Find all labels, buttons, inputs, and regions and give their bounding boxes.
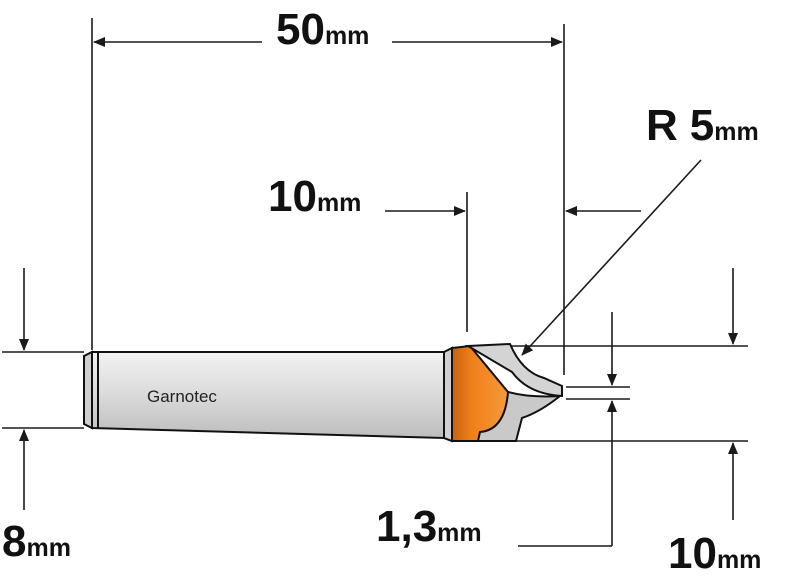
offset-value: 1,3 — [376, 502, 437, 551]
svg-text:10mm: 10mm — [668, 529, 761, 578]
cutting-length-unit: mm — [317, 189, 361, 217]
shank-diameter-value: 8 — [2, 517, 26, 566]
radius-prefix: R — [646, 101, 678, 150]
upper-blade — [464, 342, 563, 398]
dimension-shank-diameter: 8mm — [2, 268, 71, 566]
radius-value: 5 — [690, 101, 714, 150]
brand-label: Garnotec — [147, 387, 217, 406]
dimension-cutting-height: 10mm — [668, 268, 761, 578]
cutting-height-value: 10 — [668, 529, 717, 578]
router-bit: Garnotec — [83, 342, 564, 443]
shank — [91, 351, 445, 440]
lower-blade — [476, 390, 564, 442]
svg-text:50mm: 50mm — [276, 5, 369, 54]
radius-unit: mm — [714, 118, 758, 146]
dimension-offset: 1,3mm — [376, 312, 617, 551]
svg-text:10mm: 10mm — [268, 172, 361, 221]
extension-lines — [2, 18, 748, 442]
svg-text:8mm: 8mm — [2, 517, 71, 566]
overall-length-value: 50 — [276, 5, 325, 54]
offset-unit: mm — [437, 519, 481, 547]
dimension-overall-length: 50mm — [93, 5, 563, 54]
dimension-cutting-length: 10mm — [268, 172, 641, 221]
cutting-length-value: 10 — [268, 172, 317, 221]
shank-chamfer — [83, 350, 93, 430]
shank-diameter-unit: mm — [26, 534, 70, 562]
overall-length-unit: mm — [325, 22, 369, 50]
cutting-height-unit: mm — [717, 546, 761, 574]
bit-neck — [443, 346, 453, 443]
svg-text:1,3mm: 1,3mm — [376, 502, 482, 551]
